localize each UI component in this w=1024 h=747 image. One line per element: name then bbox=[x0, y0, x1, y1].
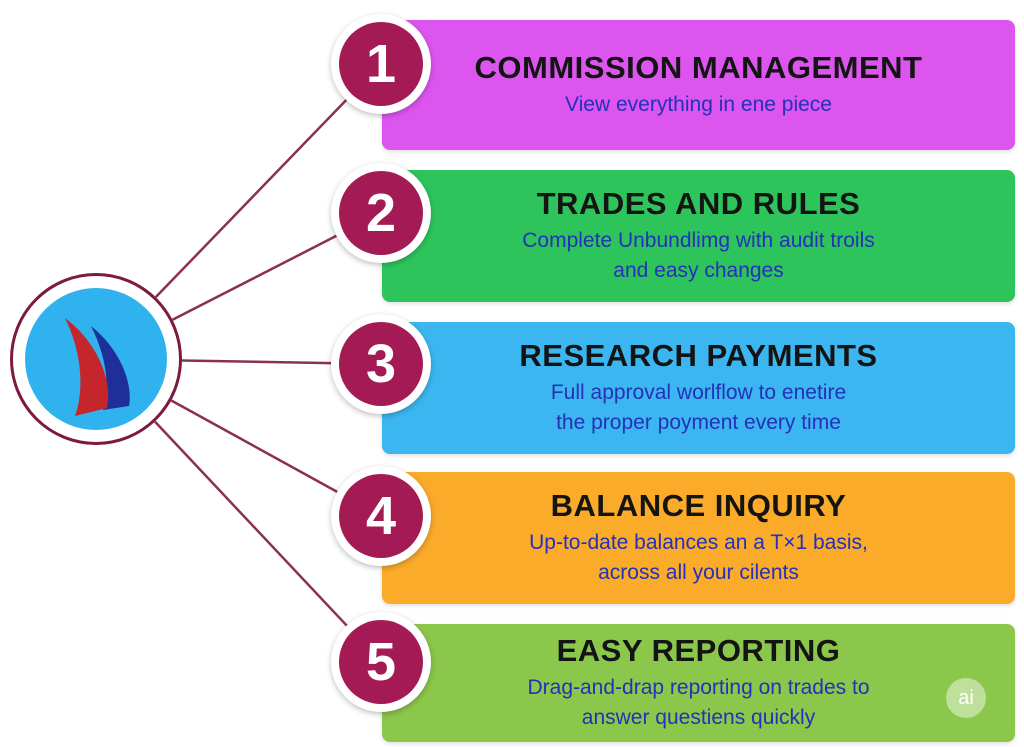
step-title: EASY REPORTING bbox=[556, 633, 841, 668]
central-hub bbox=[10, 273, 182, 445]
step-title: COMMISSION MANAGEMENT bbox=[474, 50, 923, 85]
step-description-line: Full approval worlflow to enetire bbox=[550, 381, 847, 404]
step-number: 2 bbox=[339, 171, 423, 255]
step-number: 3 bbox=[339, 322, 423, 406]
step-description: Full approval worlflow to enetire the pr… bbox=[551, 378, 846, 438]
step-number: 4 bbox=[339, 474, 423, 558]
step-number-badge: 1 bbox=[331, 14, 431, 114]
step-title: RESEARCH PAYMENTS bbox=[519, 338, 878, 373]
step-description-line: and easy changes bbox=[613, 259, 784, 282]
step-number: 1 bbox=[339, 22, 423, 106]
step-number-badge: 4 bbox=[331, 466, 431, 566]
connector-line-4 bbox=[170, 399, 338, 493]
step-card: BALANCE INQUIRY Up-to-date balances an a… bbox=[382, 472, 1015, 604]
step-card: EASY REPORTING Drag-and-drap reporting o… bbox=[382, 624, 1015, 742]
connector-line-3 bbox=[181, 359, 332, 365]
ai-watermark: ai bbox=[946, 678, 986, 718]
sailboat-logo-icon bbox=[65, 318, 130, 416]
connector-line-5 bbox=[154, 420, 348, 627]
step-number: 5 bbox=[339, 620, 423, 704]
hub-logo-disc bbox=[25, 288, 167, 430]
step-description-line: answer questiens quickly bbox=[581, 706, 816, 729]
step-number-badge: 2 bbox=[331, 163, 431, 263]
step-title: TRADES AND RULES bbox=[536, 186, 861, 221]
step-description-line: Drag-and-drap reporting on trades to bbox=[527, 676, 870, 699]
step-description: Up-to-date balances an a T×1 basis, acro… bbox=[529, 528, 868, 588]
connector-line-1 bbox=[154, 99, 348, 299]
step-title: BALANCE INQUIRY bbox=[550, 488, 847, 523]
step-description: View everything in ene piece bbox=[565, 90, 832, 120]
step-description-line: Up-to-date balances an a T×1 basis, bbox=[529, 531, 868, 554]
step-card: RESEARCH PAYMENTS Full approval worlflow… bbox=[382, 322, 1015, 454]
step-description-line: Complete Unbundlimg with audit troils bbox=[522, 229, 875, 252]
step-card: TRADES AND RULES Complete Unbundlimg wit… bbox=[382, 170, 1015, 302]
connector-line-2 bbox=[171, 234, 338, 321]
step-description: Drag-and-drap reporting on trades to ans… bbox=[527, 673, 869, 733]
step-number-badge: 3 bbox=[331, 314, 431, 414]
step-description-line: the proper poyment every time bbox=[556, 411, 841, 434]
step-number-badge: 5 bbox=[331, 612, 431, 712]
step-description-line: across all your cilents bbox=[598, 561, 799, 584]
step-description-line: View everything in ene piece bbox=[565, 93, 832, 116]
step-description: Complete Unbundlimg with audit troils an… bbox=[522, 226, 875, 286]
step-card: COMMISSION MANAGEMENT View everything in… bbox=[382, 20, 1015, 150]
